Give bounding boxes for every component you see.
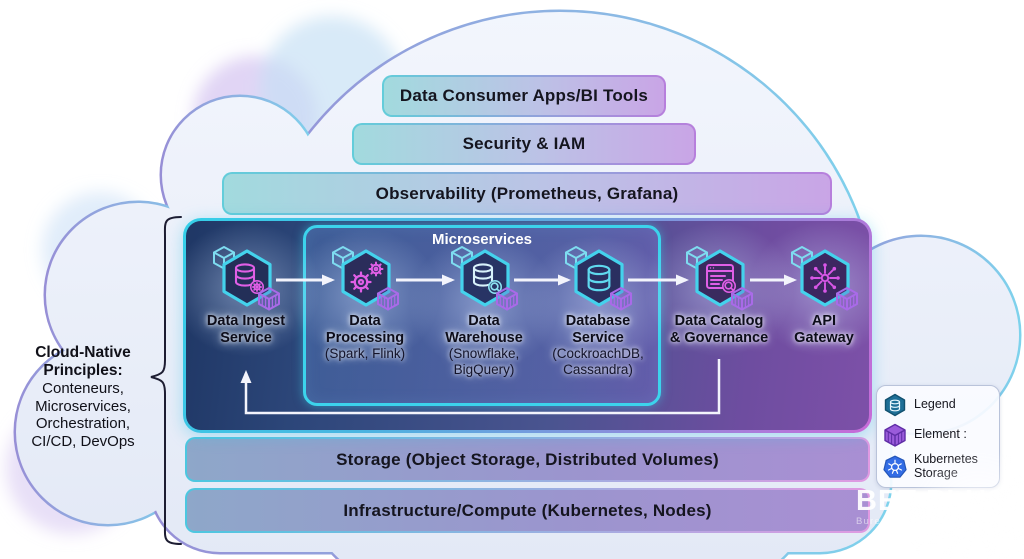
node-sublabel: Cassandra) xyxy=(563,361,633,377)
node-label: Service xyxy=(572,329,624,346)
node-sublabel: (Spark, Flink) xyxy=(324,346,406,361)
legend-box: Legend Element : Kubernetes xyxy=(876,385,1000,488)
principles-item: Microservices, xyxy=(35,397,131,415)
node-data-processing: Data Processing (Spark, Flink) xyxy=(290,228,440,364)
node-label: Gateway xyxy=(794,329,854,346)
legend-label: Legend xyxy=(914,397,956,412)
api-hub-icon xyxy=(791,246,858,311)
node-data-catalog-governance: Data Catalog & Governance xyxy=(644,221,794,357)
gears-icon xyxy=(332,246,399,311)
catalog-search-icon xyxy=(686,246,753,311)
layer-label-storage: Storage (Object Storage, Distributed Vol… xyxy=(336,449,719,469)
layer-bar-observability: Observability (Prometheus, Grafana) xyxy=(222,172,832,215)
principles-item: CI/CD, DevOps xyxy=(31,432,135,450)
node-data-warehouse: Data Warehouse (Snowflake, BigQuery) xyxy=(409,235,559,377)
legend-row-element: Element : xyxy=(883,423,993,447)
node-label: Data xyxy=(349,313,381,329)
node-label: Data xyxy=(468,313,500,329)
legend-row-kubernetes: Kubernetes Storage xyxy=(883,452,993,480)
principles-item: Conteneurs, xyxy=(42,380,124,397)
node-data-ingest-service: Data Ingest Service xyxy=(186,221,321,357)
node-label: API xyxy=(811,313,837,329)
legend-label: Element : xyxy=(914,427,967,442)
node-sublabel: (CockroachDB, xyxy=(552,346,644,361)
microservices-title: Microservices xyxy=(303,231,661,248)
principles-title-line1: Cloud-Native xyxy=(35,344,131,361)
feedback-loop-arrow xyxy=(240,359,721,415)
database-hexagon-icon xyxy=(884,393,906,417)
node-sublabel: BigQuery) xyxy=(453,361,515,377)
layer-bar-security: Security & IAM xyxy=(352,123,696,165)
node-label: Database xyxy=(565,313,631,329)
database-gear-icon xyxy=(213,246,280,311)
cloud-native-principles: Cloud-Native Principles: Conteneurs, Mic… xyxy=(14,344,152,450)
node-label: Data Ingest xyxy=(206,313,286,329)
node-label: & Governance xyxy=(669,329,769,346)
legend-row-service: Legend xyxy=(883,393,993,417)
node-label: Data Catalog xyxy=(674,313,764,329)
brace xyxy=(150,216,182,545)
layer-bar-infrastructure: Infrastructure/Compute (Kubernetes, Node… xyxy=(185,488,870,533)
layer-bar-storage: Storage (Object Storage, Distributed Vol… xyxy=(185,437,870,482)
principles-title-line2: Principles: xyxy=(43,362,123,379)
node-label: Service xyxy=(220,329,272,346)
layer-label-observability: Observability (Prometheus, Grafana) xyxy=(375,183,679,203)
layer-label-consumer: Data Consumer Apps/BI Tools xyxy=(399,86,649,105)
legend-label: Storage xyxy=(914,465,958,480)
element-cube-icon xyxy=(884,423,906,447)
node-database-service: Database Service (CockroachDB, Cassandra… xyxy=(523,235,673,377)
database-icon xyxy=(565,246,632,311)
principles-item: Orchestration, xyxy=(35,415,131,432)
database-search-icon xyxy=(451,246,518,311)
services-panel: Microservices Data Ingest Service xyxy=(183,218,872,433)
kubernetes-icon xyxy=(883,455,907,478)
layer-label-security: Security & IAM xyxy=(462,134,586,153)
layer-bar-consumer: Data Consumer Apps/BI Tools xyxy=(382,75,666,117)
node-label: Processing xyxy=(325,329,405,346)
flow-arrows xyxy=(240,274,797,415)
legend-label: Kubernetes xyxy=(914,452,978,466)
layer-label-infrastructure: Infrastructure/Compute (Kubernetes, Node… xyxy=(343,500,712,520)
node-label: Warehouse xyxy=(445,329,523,346)
node-api-gateway: API Gateway xyxy=(749,221,869,357)
node-sublabel: (Snowflake, xyxy=(448,346,520,361)
